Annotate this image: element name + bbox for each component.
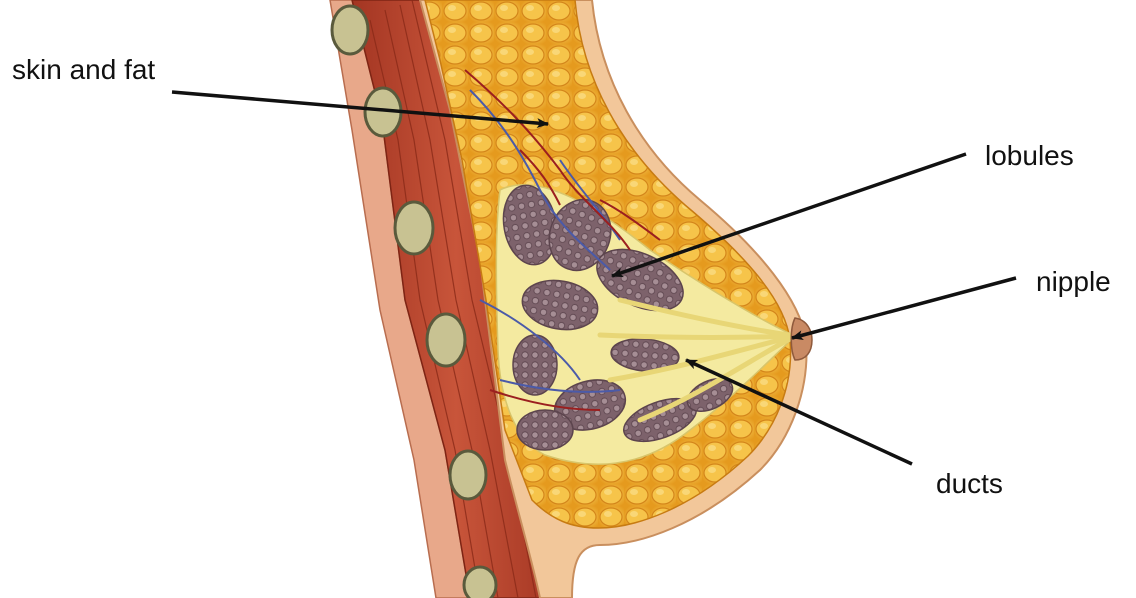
label-nipple: nipple [1036, 268, 1111, 296]
lobule-cluster [513, 335, 557, 395]
rib-1 [332, 6, 368, 54]
lobule-cluster [517, 410, 573, 450]
rib-5 [450, 451, 486, 499]
label-skin-and-fat: skin and fat [12, 56, 155, 84]
rib-6 [464, 567, 496, 598]
arrow-nipple [792, 278, 1016, 338]
label-ducts: ducts [936, 470, 1003, 498]
rib-3 [395, 202, 433, 254]
label-lobules: lobules [985, 142, 1074, 170]
rib-4 [427, 314, 465, 366]
